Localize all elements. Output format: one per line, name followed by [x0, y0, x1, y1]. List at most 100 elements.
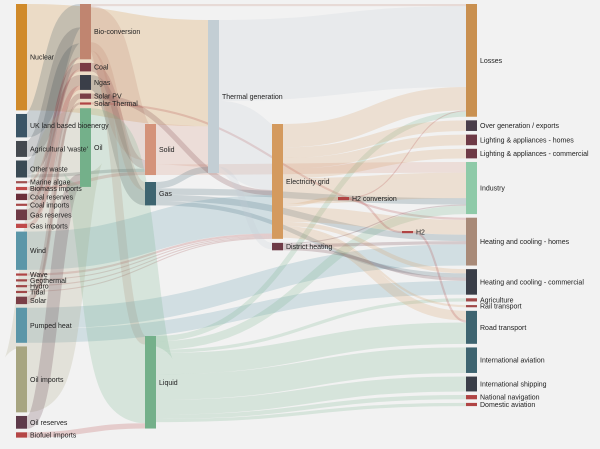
- node-electricity-grid[interactable]: [272, 124, 283, 239]
- node-label-road-transport: Road transport: [480, 325, 526, 332]
- node-oil-imports[interactable]: [16, 346, 27, 413]
- node-label-h2-conversion: H2 conversion: [352, 196, 397, 203]
- node-ngas[interactable]: [80, 75, 91, 90]
- link-electricity-grid-to-rail-transport: [282, 226, 467, 308]
- node-liquid[interactable]: [145, 336, 156, 429]
- node-district-heating[interactable]: [272, 242, 283, 251]
- node-coal-imports[interactable]: [16, 203, 27, 206]
- node-h2-conversion[interactable]: [338, 197, 349, 201]
- link-electricity-grid-to-losses: [282, 86, 467, 148]
- node-international-shipping[interactable]: [466, 376, 477, 392]
- node-uk-land-based-bioenergy[interactable]: [16, 113, 27, 138]
- node-rail-transport[interactable]: [466, 305, 477, 308]
- link-solar-to-solar-thermal: [26, 102, 81, 305]
- node-gas[interactable]: [145, 182, 156, 206]
- node-pumped-heat[interactable]: [16, 307, 27, 343]
- node-label-solar-thermal: Solar Thermal: [94, 101, 138, 108]
- link-hydro-to-electricity-grid: [26, 236, 273, 287]
- link-liquid-to-international-shipping: [155, 376, 467, 415]
- node-label-lighting-appliances-commercial: Lighting & appliances - commercial: [480, 151, 589, 158]
- node-road-transport[interactable]: [466, 310, 477, 344]
- node-gas-imports[interactable]: [16, 223, 27, 228]
- link-coal-to-solid: [89, 62, 147, 169]
- node-label-international-aviation: International aviation: [480, 358, 545, 365]
- link-liquid-to-domestic-aviation: [155, 402, 467, 423]
- node-label-marine-algae: Marine algae: [30, 180, 71, 187]
- node-oil[interactable]: [80, 108, 91, 187]
- node-wave[interactable]: [16, 273, 27, 276]
- node-losses[interactable]: [466, 4, 477, 117]
- node-label-biomass-imports: Biomass imports: [30, 186, 82, 193]
- node-agricultural-waste[interactable]: [16, 140, 27, 157]
- node-thermal-generation[interactable]: [208, 20, 219, 174]
- node-label-oil: Oil: [94, 145, 103, 152]
- link-wind-to-electricity-grid: [26, 195, 273, 270]
- link-ngas-to-gas: [88, 75, 148, 206]
- node-label-nuclear: Nuclear: [30, 55, 55, 62]
- link-liquid-to-industry: [155, 205, 467, 350]
- node-tidal[interactable]: [16, 290, 27, 294]
- link-h2-to-road-transport: [412, 231, 467, 323]
- node-label-oil-reserves: Oil reserves: [30, 420, 68, 427]
- node-oil-reserves[interactable]: [16, 415, 27, 429]
- link-bio-conversion-to-liquid: [88, 50, 148, 345]
- node-heating-and-cooling-homes[interactable]: [466, 217, 477, 266]
- node-solar[interactable]: [16, 296, 27, 305]
- node-label-geothermal: Geothermal: [30, 278, 67, 285]
- node-biofuel-imports[interactable]: [16, 432, 27, 438]
- link-coal-imports-to-coal: [26, 69, 81, 206]
- node-international-aviation[interactable]: [466, 347, 477, 373]
- link-gas-to-thermal-generation: [155, 166, 209, 189]
- link-coal-reserves-to-coal: [25, 62, 82, 201]
- node-lighting-appliances-commercial[interactable]: [466, 148, 477, 159]
- node-label-national-navigation: National navigation: [480, 395, 540, 402]
- node-label-heating-and-cooling-homes: Heating and cooling - homes: [480, 239, 570, 246]
- link-solid-to-thermal-generation: [155, 123, 209, 167]
- node-label-tidal: Tidal: [30, 289, 45, 296]
- link-biofuel-imports-to-liquid: [26, 423, 146, 438]
- link-gas-to-heating-and-cooling-commercial: [155, 201, 467, 278]
- link-h2-conversion-to-losses: [348, 110, 467, 199]
- link-other-waste-to-bio-conversion: [24, 43, 83, 175]
- node-label-solid: Solid: [159, 147, 175, 154]
- node-over-generation-exports[interactable]: [466, 120, 477, 131]
- node-h2[interactable]: [402, 231, 413, 234]
- link-liquid-to-national-navigation: [155, 395, 467, 419]
- node-label-coal: Coal: [94, 65, 109, 72]
- link-electricity-grid-to-heating-and-cooling-homes: [282, 206, 467, 235]
- link-oil-reserves-to-oil: [24, 174, 83, 429]
- node-gas-reserves[interactable]: [16, 209, 27, 221]
- node-biomass-imports[interactable]: [16, 186, 27, 191]
- node-label-domestic-aviation: Domestic aviation: [480, 402, 535, 409]
- link-gas-reserves-to-ngas: [25, 75, 82, 221]
- node-label-wind: Wind: [30, 248, 46, 255]
- node-solar-pv[interactable]: [80, 93, 91, 99]
- node-label-gas-reserves: Gas reserves: [30, 212, 72, 219]
- node-label-oil-imports: Oil imports: [30, 377, 64, 384]
- node-lighting-appliances-homes[interactable]: [466, 134, 477, 146]
- node-geothermal[interactable]: [16, 279, 27, 282]
- node-industry[interactable]: [466, 161, 477, 215]
- node-solar-thermal[interactable]: [80, 102, 91, 105]
- node-label-coal-imports: Coal imports: [30, 202, 70, 209]
- link-electricity-grid-to-lighting-appliances-commercial: [282, 148, 467, 179]
- node-other-waste[interactable]: [16, 160, 27, 178]
- node-coal-reserves[interactable]: [16, 193, 27, 201]
- link-oil-imports-to-oil: [3, 108, 104, 413]
- link-bio-conversion-to-solid: [83, 6, 153, 161]
- node-marine-algae[interactable]: [16, 181, 27, 184]
- node-agriculture[interactable]: [466, 298, 477, 302]
- node-nuclear[interactable]: [16, 4, 27, 111]
- node-hydro[interactable]: [16, 285, 27, 288]
- node-wind[interactable]: [16, 231, 27, 270]
- node-bio-conversion[interactable]: [80, 4, 91, 60]
- link-electricity-grid-to-h2-conversion: [282, 196, 339, 207]
- node-heating-and-cooling-commercial[interactable]: [466, 269, 477, 295]
- node-national-navigation[interactable]: [466, 395, 477, 400]
- node-domestic-aviation[interactable]: [466, 402, 477, 407]
- node-solid[interactable]: [145, 124, 156, 176]
- node-label-thermal-generation: Thermal generation: [222, 94, 283, 101]
- link-gas-imports-to-ngas: [26, 85, 81, 228]
- node-coal[interactable]: [80, 62, 91, 72]
